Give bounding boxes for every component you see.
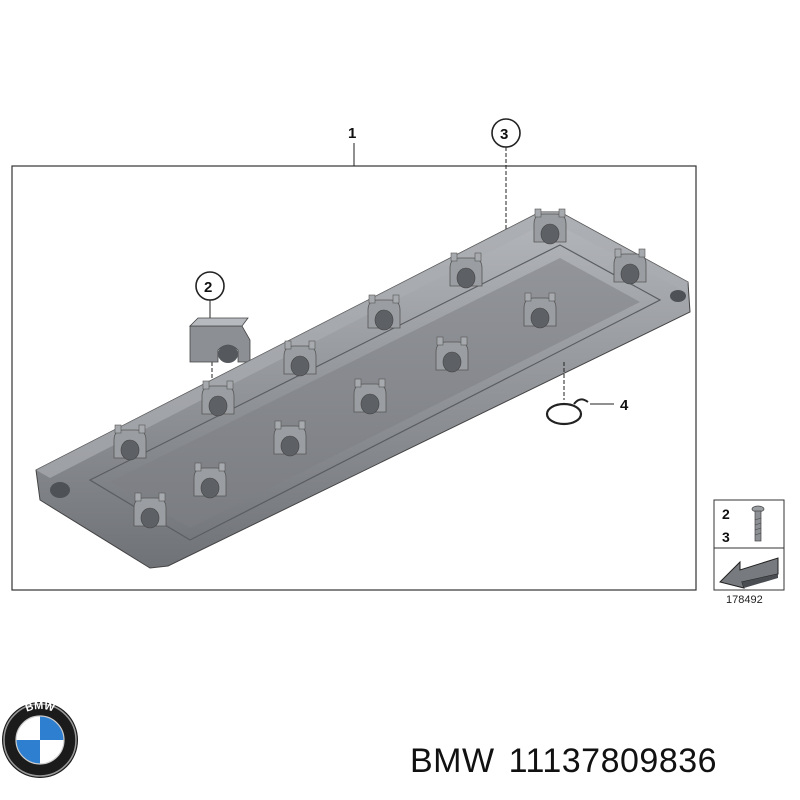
part-caption: BMW 11137809836	[410, 742, 731, 781]
bolt-icon	[751, 505, 765, 542]
reference-number: 178492	[726, 594, 763, 606]
callout-1: 1	[348, 125, 356, 142]
bearing-cap-part	[189, 317, 251, 363]
o-ring-icon	[545, 362, 614, 426]
legend-item-2: 2	[722, 506, 730, 522]
callout-4: 4	[620, 397, 629, 414]
callout-3: 3	[500, 126, 508, 143]
bmw-logo-icon: BMW	[2, 700, 78, 778]
arrow-icon	[719, 557, 779, 589]
brand-name: BMW	[410, 742, 495, 780]
part-number: 11137809836	[508, 742, 718, 780]
camshaft-carrier-frame	[35, 208, 691, 569]
svg-text:BMW: BMW	[24, 700, 57, 715]
legend-box: 2 3	[713, 499, 785, 591]
callout-2: 2	[204, 279, 212, 296]
legend-item-3: 3	[722, 529, 730, 545]
